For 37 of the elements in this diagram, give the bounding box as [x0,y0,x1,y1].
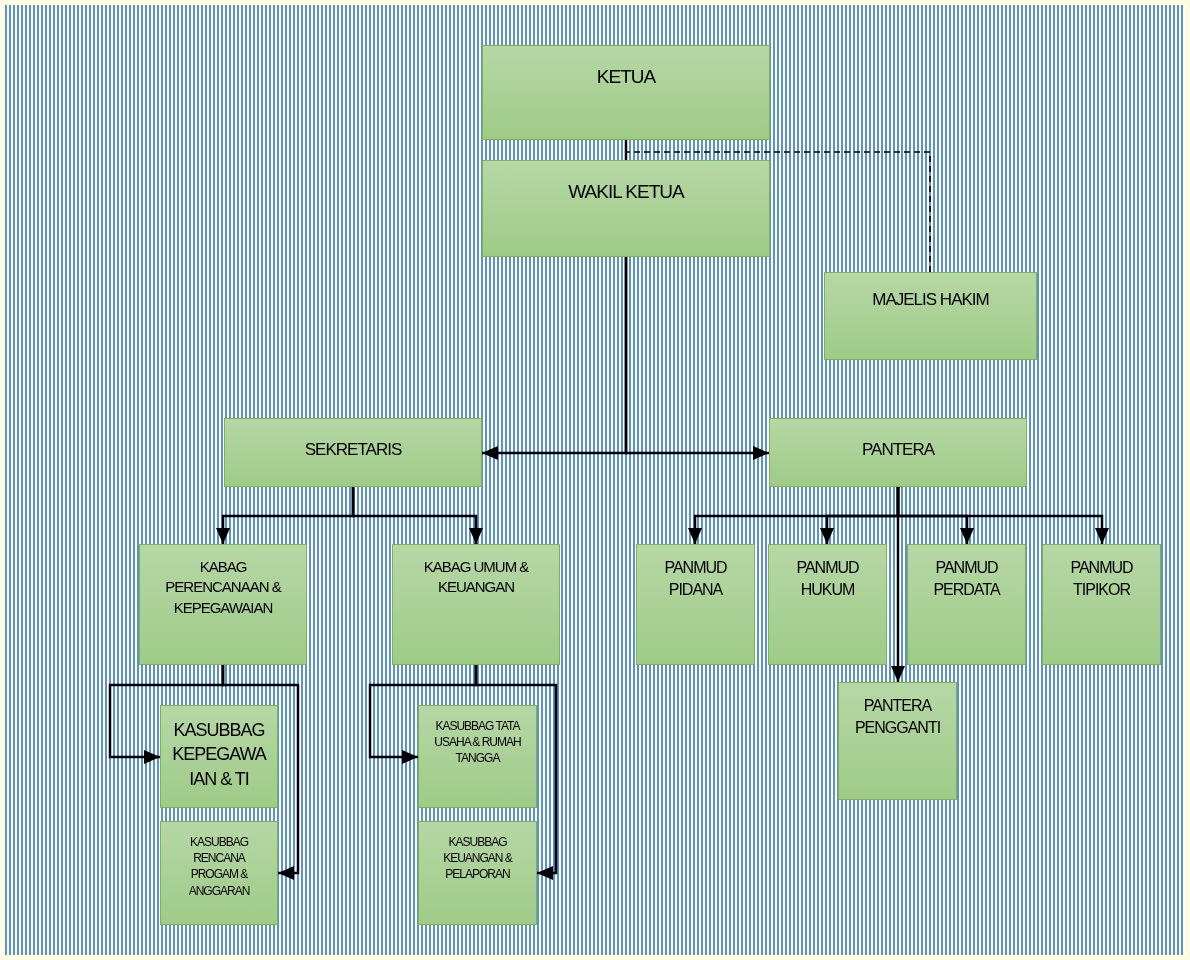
box-label: KASUBBAG TATA USAHA & RUMAH TANGGA [433,718,522,767]
org-box [824,272,1037,360]
connector-arrow [474,665,558,880]
box-label: SEKRETARIS [303,439,403,461]
box-label: KABAG PERENCANAAN & KEPEGAWAIAN [164,557,283,618]
org-box [418,705,537,808]
org-box [418,821,537,925]
box-label: PANTERA PENGGANTI [853,696,942,738]
connector-arrow [891,487,905,682]
org-box [768,544,887,665]
org-box [907,544,1026,665]
box-label: WAKIL KETUA [567,180,686,204]
org-box [392,544,560,665]
connector-arrow [221,665,300,880]
connector-arrow [624,257,769,460]
org-box [139,544,307,665]
org-box [160,705,278,808]
box-label: PANMUD PERDATA [932,558,1002,600]
org-box [838,682,957,800]
box-label: PANMUD PIDANA [663,558,728,600]
box-label: PANMUD HUKUM [795,558,860,600]
box-label: MAJELIS HAKIM [871,289,990,311]
org-box [636,544,755,665]
box-label: KETUA [595,65,657,89]
box-label: KASUBBAG KEPEGAWA IAN & TI [171,719,268,791]
org-box [224,418,482,487]
box-label: KABAG UMUM & KEUANGAN [422,557,530,598]
org-box [769,418,1027,487]
box-label: PANTERA [860,439,936,461]
connector-arrow [351,487,483,544]
box-label: KASUBBAG KEUANGAN & PELAPORAN [442,834,514,883]
org-box [482,45,770,140]
box-label: KASUBBAG RENCANA PROGAM & ANGGARAN [187,834,251,899]
org-box [160,821,278,925]
org-box [482,160,770,257]
box-label: PANMUD TIPIKOR [1069,558,1134,600]
org-box [1042,544,1161,665]
